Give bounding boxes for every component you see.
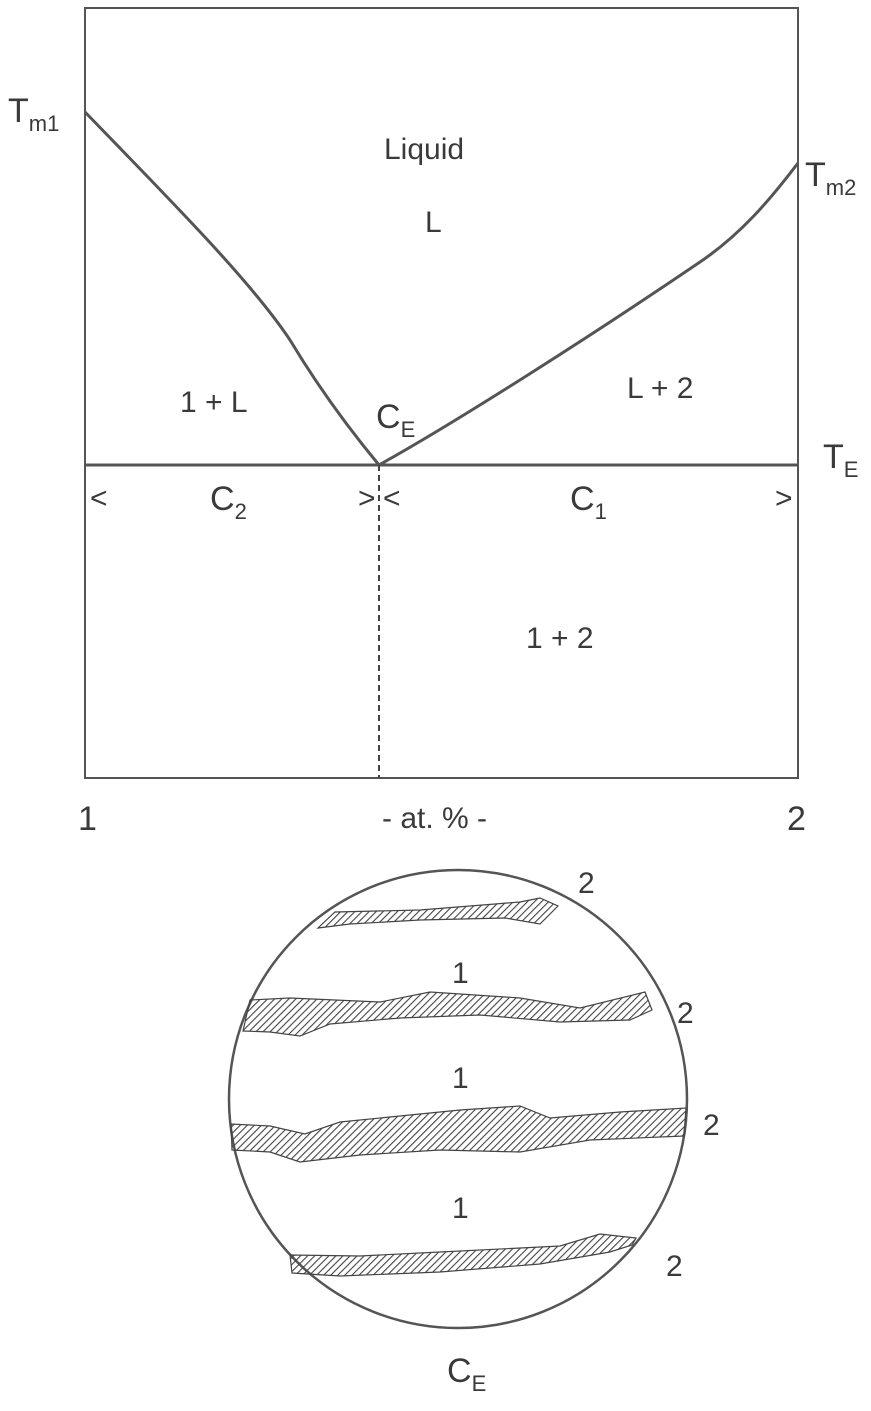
microstructure-caption: CE: [447, 1352, 486, 1396]
liquidus-right: [378, 162, 800, 467]
phase-2-lamella-4: [289, 1233, 637, 1277]
phase-2-lamella-1: [316, 897, 560, 929]
tm1-label: Tm1: [8, 92, 59, 136]
x-axis-left-end: 1: [78, 800, 97, 838]
liquidus-left: [83, 110, 381, 466]
te-label: TE: [823, 438, 858, 482]
phase-1-label: 1: [452, 957, 469, 990]
phase-1-label: 1: [452, 1062, 469, 1095]
c1-right-arrow: >: [775, 482, 793, 515]
liquid-symbol-label: L: [425, 206, 442, 239]
phase-2-label: 2: [703, 1109, 720, 1142]
phase-2-label: 2: [578, 867, 595, 900]
phase-2-lamella-3: [230, 1105, 687, 1163]
liquid-solid2-region-label: L + 2: [627, 372, 693, 405]
phase-1-label: 1: [452, 1192, 469, 1225]
x-axis-right-end: 2: [787, 800, 806, 838]
phase-2-label: 2: [666, 1250, 683, 1283]
microstructure-circle: [227, 868, 689, 1330]
c2-right-arrow: >: [358, 482, 376, 515]
phase-2-label: 2: [677, 997, 694, 1030]
c1-left-arrow: <: [383, 482, 401, 515]
c2-left-arrow: <: [90, 482, 108, 515]
c1-range-label: C1: [570, 480, 607, 524]
solid1-liquid-region-label: 1 + L: [180, 386, 248, 419]
phase-2-lamella-2: [242, 991, 653, 1037]
tm2-label: Tm2: [805, 156, 856, 200]
liquid-region-label: Liquid: [384, 133, 464, 166]
ce-label: CE: [376, 398, 415, 442]
solid1-solid2-region-label: 1 + 2: [526, 622, 594, 655]
x-axis-label: - at. % -: [382, 802, 487, 835]
c2-range-label: C2: [210, 480, 247, 524]
diagram-frame: [84, 7, 799, 779]
